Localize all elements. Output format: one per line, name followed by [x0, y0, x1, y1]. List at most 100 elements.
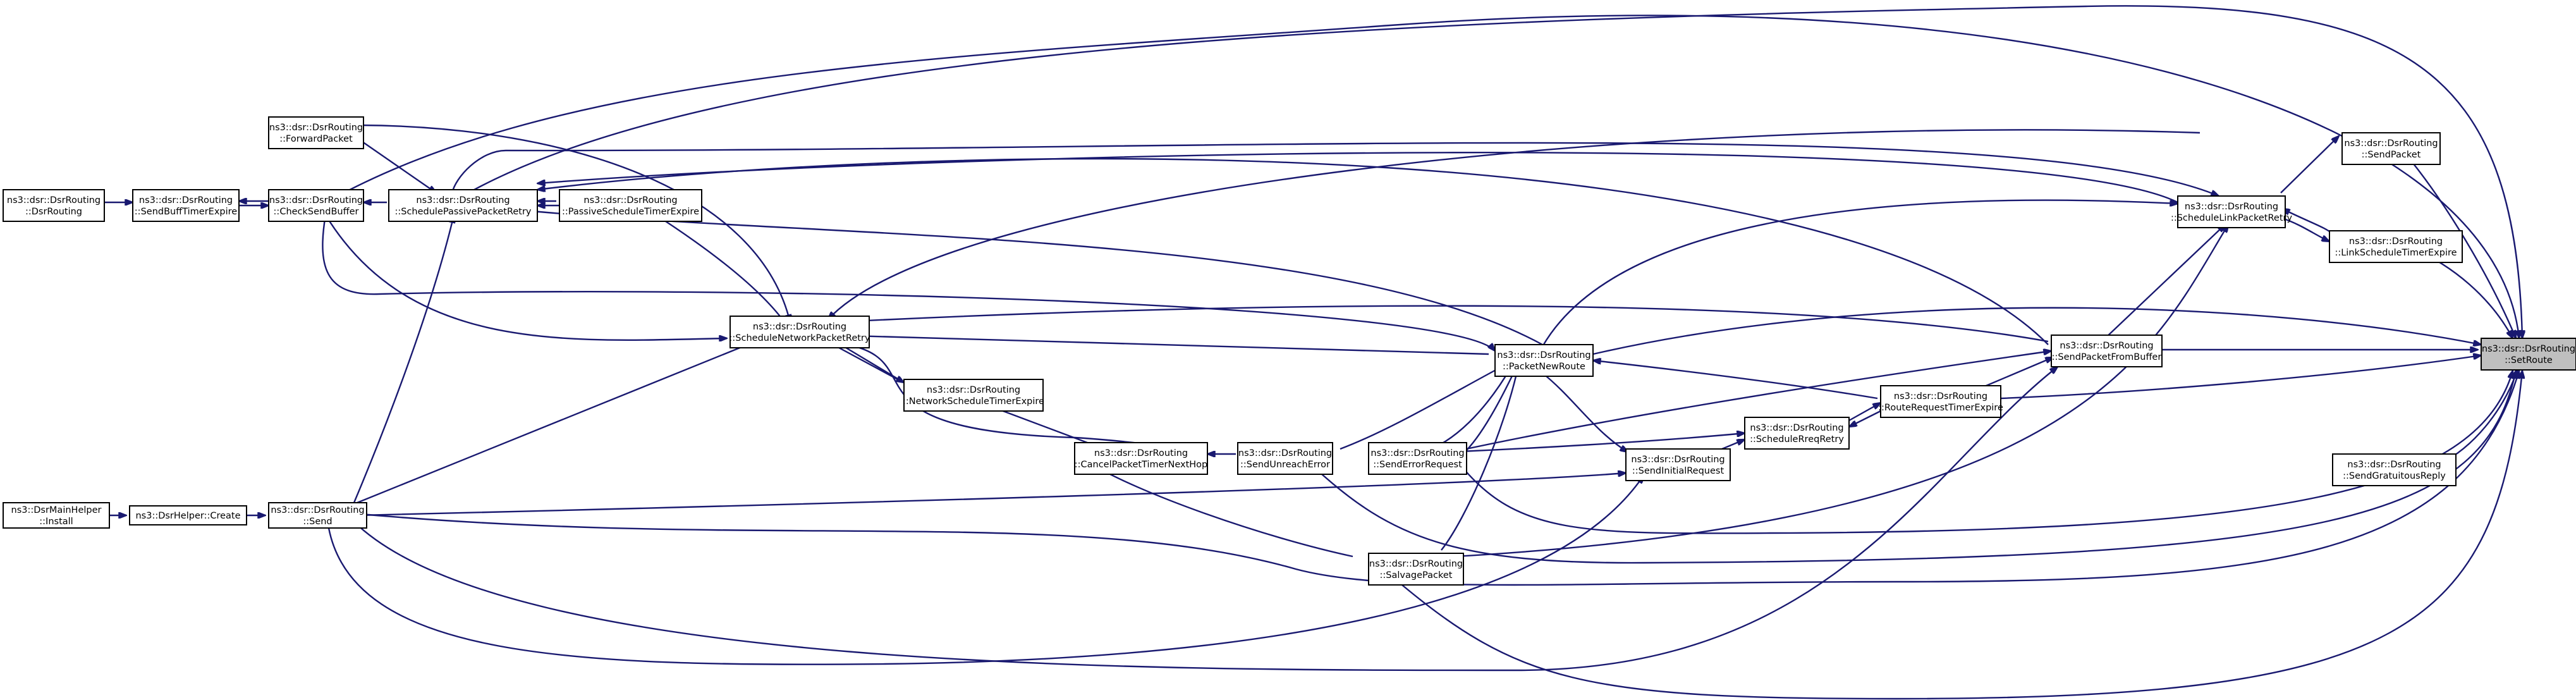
node-box: [388, 189, 538, 222]
node-box: [729, 316, 870, 348]
edge-unreach2-packetnewroute: [1422, 365, 1512, 453]
edge-schedlinkretry-schedpassive: [537, 152, 2178, 204]
node-label-line: ns3::dsr::DsrRouting: [269, 195, 363, 206]
node-label-line: ns3::dsr::DsrRouting: [1094, 448, 1188, 458]
edge-forward-schednetretry: [360, 124, 790, 322]
node-gratuitous[interactable]: ns3::dsr::DsrRouting::SendGratuitousRepl…: [2332, 453, 2457, 486]
node-label-line: ns3::dsr::DsrRouting: [2347, 460, 2441, 470]
edge-salvage-setroute: [1390, 371, 2522, 700]
node-label-line: ::ScheduleRreqRetry: [1750, 434, 1844, 445]
node-salvage[interactable]: ns3::dsr::DsrRouting::SalvagePacket: [1368, 553, 1464, 586]
node-label-line: ns3::dsr::DsrRouting: [139, 195, 233, 206]
edge-senderror-setroute: [1460, 371, 2513, 534]
node-label-line: ns3::dsr::DsrRouting: [1631, 455, 1724, 465]
edges: [104, 5, 2522, 700]
node-sendinitial[interactable]: ns3::dsr::DsrRouting::SendInitialRequest: [1625, 448, 1731, 481]
edge-schedreqretry-routereqtimer: [1849, 410, 1881, 427]
node-label-line: ::LinkScheduleTimerExpire: [2335, 248, 2457, 258]
edge-unreach-packetnewroute: [1340, 364, 1508, 450]
node-netschedtimer[interactable]: ns3::dsr::DsrRouting::NetworkScheduleTim…: [903, 379, 1044, 412]
node-box: [2341, 132, 2441, 165]
node-box: [2332, 453, 2457, 486]
node-routereqtimer[interactable]: ns3::dsr::DsrRouting::RouteRequestTimerE…: [1878, 385, 2003, 418]
node-label-line: ::Install: [39, 517, 73, 527]
node-packetnewroute[interactable]: ns3::dsr::DsrRouting::PacketNewRoute: [1494, 344, 1594, 377]
node-label-line: ::RouteRequestTimerExpire: [1878, 403, 2003, 413]
edge-checkbuffer-packetnewroute: [322, 214, 1495, 351]
node-label-line: ::DsrRouting: [25, 207, 82, 217]
node-schednetretry[interactable]: ns3::dsr::DsrRouting::ScheduleNetworkPac…: [729, 316, 870, 348]
node-label-line: ::ForwardPacket: [279, 134, 353, 144]
node-label-line: ::CancelPacketTimerNextHop: [1075, 460, 1208, 470]
edge-checkbuffer-setroute: [473, 5, 2522, 338]
node-label-line: ::SendErrorRequest: [1373, 460, 1462, 470]
node-dsrrouting[interactable]: ns3::dsr::DsrRouting::DsrRouting: [3, 189, 105, 222]
node-box: [559, 189, 702, 222]
node-passivetimer[interactable]: ns3::dsr::DsrRouting::PassiveScheduleTim…: [559, 189, 702, 222]
node-mainhelper[interactable]: ns3::DsrMainHelper::Install: [3, 502, 110, 529]
edge-routereqtimer-sendfrombuffer: [1978, 357, 2053, 390]
node-box: [2051, 335, 2163, 367]
node-label-line: ::SendPacket: [2362, 150, 2421, 160]
node-linkschedtimer[interactable]: ns3::dsr::DsrRouting::LinkScheduleTimerE…: [2329, 230, 2463, 263]
node-label-line: ns3::dsr::DsrRouting: [753, 322, 846, 332]
edge-send-schednetretry: [357, 341, 755, 504]
node-sendfrombuffer[interactable]: ns3::dsr::DsrRouting::SendPacketFromBuff…: [2051, 335, 2163, 367]
node-send[interactable]: ns3::dsr::DsrRouting::Send: [268, 502, 367, 529]
node-label-line: ::SendPacketFromBuffer: [2052, 352, 2162, 362]
node-box: [903, 379, 1044, 412]
node-setroute[interactable]: ns3::dsr::DsrRouting::SetRoute: [2481, 338, 2576, 371]
node-label-line: ns3::dsr::DsrRouting: [2482, 344, 2575, 354]
edge-routereqtimer-schedreqretry: [1848, 403, 1881, 422]
node-label-line: ::SchedulePassivePacketRetry: [394, 207, 531, 217]
nodes: ns3::dsr::DsrRouting::SetRoutens3::dsr::…: [3, 116, 2576, 586]
edge-forward-schedpassive: [353, 135, 436, 193]
edge-senderror-sendfrombuffer: [1460, 351, 2051, 451]
edge-linkschedtimer-schedlinkretry: [2281, 217, 2329, 242]
node-sendpacket[interactable]: ns3::dsr::DsrRouting::SendPacket: [2341, 132, 2441, 165]
node-label-line: ns3::dsr::DsrRouting: [2349, 236, 2443, 247]
node-label-line: ns3::dsr::DsrRouting: [1750, 423, 1843, 433]
node-forward[interactable]: ns3::dsr::DsrRouting::ForwardPacket: [268, 116, 364, 149]
edge-gratuitous-setroute: [2439, 371, 2517, 465]
node-box: [2481, 338, 2576, 371]
node-label-line: ::SendGratuitousReply: [2343, 471, 2446, 481]
node-label-line: ::SetRoute: [2505, 355, 2553, 365]
edge-schedpassive-schednetretry: [828, 129, 2201, 319]
edge-send-sendinitial: [357, 473, 1626, 517]
node-schedreqretry[interactable]: ns3::dsr::DsrRouting::ScheduleRreqRetry: [1744, 417, 1850, 450]
node-box: [129, 505, 247, 525]
node-box: [1880, 385, 2001, 418]
node-schedpassive[interactable]: ns3::dsr::DsrRouting::SchedulePassivePac…: [388, 189, 538, 222]
node-box: [1368, 553, 1464, 586]
node-box: [1074, 442, 1208, 475]
edge-packetnewroute-sendinitial: [1542, 372, 1628, 452]
node-box: [132, 189, 240, 222]
edge-passivetimer-schednetretry: [650, 211, 787, 326]
node-label-line: ns3::DsrMainHelper: [11, 505, 102, 515]
edge-senderror-packetnewroute: [1466, 365, 1517, 451]
node-box: [3, 189, 105, 222]
node-sendbufftimer[interactable]: ns3::dsr::DsrRouting::SendBuffTimerExpir…: [132, 189, 240, 222]
node-box: [1237, 442, 1333, 475]
edge-unreach-setroute: [1314, 371, 2516, 564]
node-label-line: ns3::dsr::DsrRouting: [271, 505, 364, 515]
edge-salvage-sendinitial: [327, 476, 1644, 665]
node-label-line: ::Send: [303, 517, 332, 527]
node-label-line: ::ScheduleNetworkPacketRetry: [729, 333, 870, 343]
node-label-line: ns3::dsr::DsrRouting: [583, 195, 677, 206]
node-box: [268, 116, 364, 149]
node-label-line: ns3::dsr::DsrRouting: [7, 195, 101, 206]
node-unreach[interactable]: ns3::dsr::DsrRouting::SendUnreachError: [1237, 442, 1333, 475]
edge-routereqtimer-setroute: [2000, 355, 2481, 400]
node-label-line: ns3::dsr::DsrRouting: [1370, 448, 1464, 458]
node-senderror[interactable]: ns3::dsr::DsrRouting::SendErrorRequest: [1368, 442, 1467, 475]
edge-sendfrombuffer-schednetretry: [828, 305, 2049, 343]
node-cancelnexthop[interactable]: ns3::dsr::DsrRouting::CancelPacketTimerN…: [1074, 442, 1208, 475]
edge-send-sendfrombuffer: [353, 367, 2058, 672]
edge-packetnewroute-setroute: [1592, 307, 2481, 355]
node-helpercreate[interactable]: ns3::DsrHelper::Create: [129, 505, 247, 525]
node-label-line: ns3::dsr::DsrRouting: [1369, 559, 1463, 569]
node-checkbuffer[interactable]: ns3::dsr::DsrRouting::CheckSendBuffer: [268, 189, 364, 222]
node-schedlinkretry[interactable]: ns3::dsr::DsrRouting::ScheduleLinkPacket…: [2171, 195, 2293, 228]
